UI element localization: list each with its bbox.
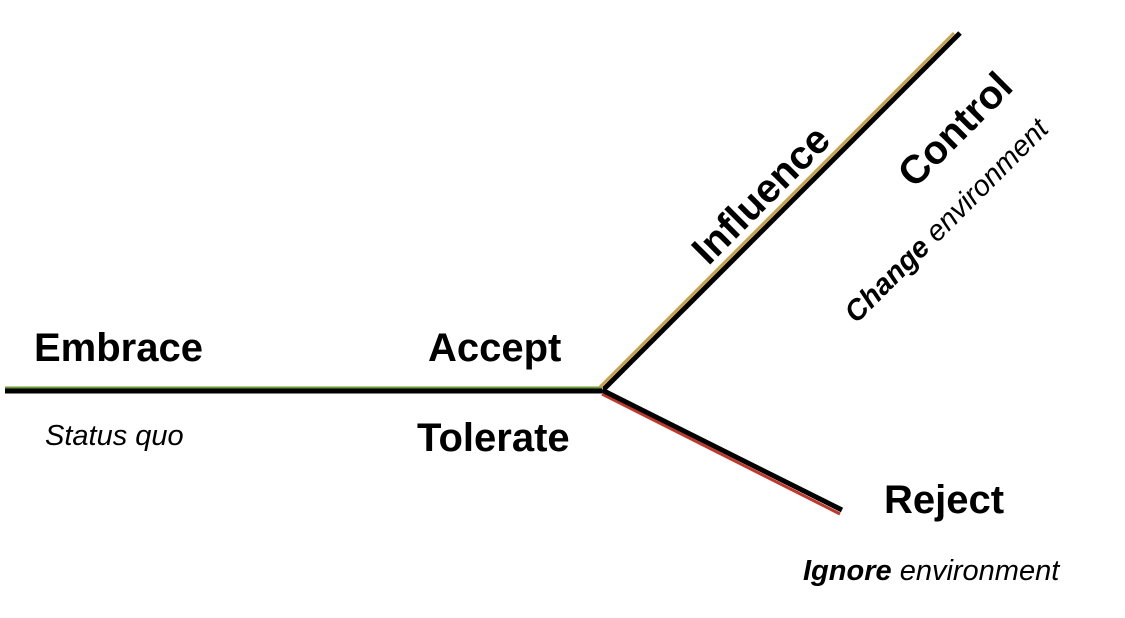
reject-line-accent bbox=[601, 392, 841, 516]
ignore-environment-word: environment bbox=[899, 555, 1060, 587]
ignore-word: Ignore bbox=[803, 555, 892, 587]
reject-line bbox=[600, 387, 844, 513]
influence-line-accent bbox=[598, 31, 956, 389]
reject-label: Reject bbox=[884, 478, 1005, 522]
ignore-environment-label: Ignore environment bbox=[803, 557, 1059, 586]
status-quo-label: Status quo bbox=[45, 420, 184, 452]
embrace-label: Embrace bbox=[34, 326, 203, 370]
accept-label: Accept bbox=[428, 326, 562, 370]
influence-line bbox=[602, 31, 962, 391]
tolerate-label: Tolerate bbox=[417, 416, 570, 460]
